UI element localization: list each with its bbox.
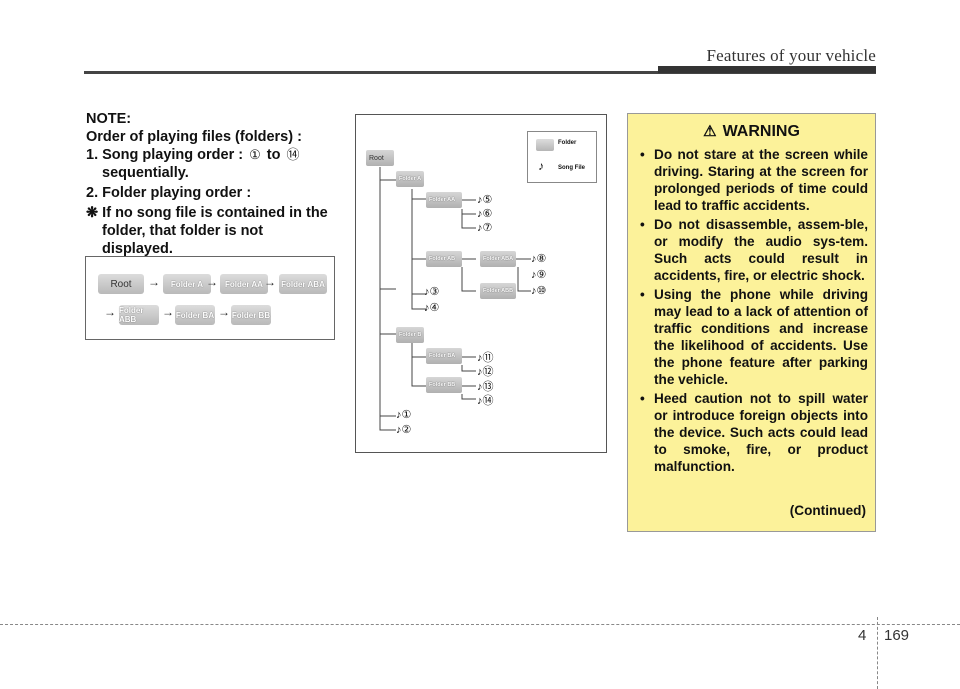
song-14: ♪⑭ [477, 395, 494, 407]
folder-order-diagram: Root → Folder A → Folder AA → Folder ABA… [85, 256, 335, 340]
song-11: ♪⑪ [477, 352, 494, 364]
order-folder-aba: Folder ABA [279, 274, 327, 294]
song-8: ♪⑧ [531, 253, 547, 265]
song-12: ♪⑫ [477, 366, 494, 378]
note-item1-prefix: 1. Song playing order : [86, 147, 244, 163]
footer-divider [877, 617, 878, 689]
warning-item-text: Heed caution not to spill water or intro… [654, 391, 868, 474]
tree-folder-b: Folder B [396, 327, 424, 343]
header-rule [84, 71, 876, 74]
order-arrow: → [218, 305, 230, 319]
note-heading: NOTE: [86, 111, 132, 127]
order-arrow: → [104, 305, 116, 319]
song-13: ♪⑬ [477, 381, 494, 393]
bullet-icon: • [640, 287, 645, 302]
order-arrow: → [206, 275, 218, 289]
song-4: ♪④ [424, 302, 440, 314]
tree-folder-aba: Folder ABA [480, 251, 516, 267]
bullet-icon: • [640, 147, 645, 162]
warning-continued: (Continued) [789, 503, 866, 518]
tree-folder-ba: Folder BA [426, 348, 462, 364]
order-folder-ba: Folder BA [175, 305, 215, 325]
note-item1: 1. Song playing order : ① to ⑭ [86, 146, 338, 164]
tree-folder-a: Folder A [396, 171, 424, 187]
note-item1-to-word: to [266, 147, 281, 163]
bullet-icon: • [640, 217, 645, 232]
folder-tree-diagram: Root Folder A Folder AA Folder AB Folder… [355, 114, 607, 453]
folder-icon [536, 139, 554, 151]
order-root: Root [98, 274, 144, 294]
page-header-title: Features of your vehicle [706, 46, 876, 65]
tree-folder-abb: Folder ABB [480, 283, 516, 299]
header-rule-accent [658, 66, 876, 73]
note-item1-from: ① [249, 147, 261, 162]
note-item3-line1: ❋ If no song file is contained in the [86, 205, 328, 221]
note-block: NOTE: Order of playing files (folders) :… [86, 110, 338, 258]
order-folder-bb: Folder BB [231, 305, 271, 325]
section-number: 4 [858, 627, 867, 644]
music-note-icon: ♪ [538, 159, 544, 173]
tree-legend: Folder ♪ Song File [527, 131, 597, 183]
bullet-icon: • [640, 391, 645, 406]
tree-connector-lines [379, 167, 531, 431]
song-7: ♪⑦ [477, 222, 493, 234]
warning-title: WARNING [722, 123, 800, 140]
legend-folder-label: Folder [558, 140, 577, 146]
tree-root: Root [366, 150, 394, 166]
order-folder-aa: Folder AA [220, 274, 268, 294]
warning-item-text: Do not disassemble, assem-ble, or modify… [654, 217, 868, 283]
song-5: ♪⑤ [477, 194, 493, 206]
warning-triangle-icon: ⚠ [703, 123, 717, 140]
warning-item: • Do not disassemble, assem-ble, or modif… [638, 216, 868, 284]
order-arrow: → [148, 275, 160, 289]
order-arrow: → [264, 275, 276, 289]
note-item2: 2. Folder playing order : [86, 185, 252, 201]
warning-list: • Do not stare at the screen while drivin… [638, 146, 868, 477]
warning-box: ⚠ WARNING • Do not stare at the screen whi… [627, 113, 876, 532]
warning-item: • Heed caution not to spill water or intr… [638, 390, 868, 475]
warning-item-text: Do not stare at the screen while driving… [654, 147, 868, 213]
warning-item-text: Using the phone while driving may lead t… [654, 287, 868, 387]
note-item1-suffix: sequentially. [102, 165, 189, 181]
tree-folder-ab: Folder AB [426, 251, 462, 267]
warning-heading: ⚠ WARNING [628, 122, 875, 141]
note-item1-to: ⑭ [286, 147, 300, 162]
note-line1: Order of playing files (folders) : [86, 129, 302, 145]
song-2: ♪② [396, 424, 412, 436]
legend-song-label: Song File [558, 165, 585, 171]
song-1: ♪① [396, 409, 412, 421]
footer-rule [0, 624, 960, 625]
song-3: ♪③ [424, 286, 440, 298]
warning-item: • Do not stare at the screen while drivin… [638, 146, 868, 214]
page-number: 169 [884, 627, 910, 644]
song-6: ♪⑥ [477, 208, 493, 220]
order-arrow: → [162, 305, 174, 319]
tree-folder-aa: Folder AA [426, 192, 462, 208]
tree-folder-bb: Folder BB [426, 377, 462, 393]
order-folder-a: Folder A [163, 274, 211, 294]
song-9: ♪⑨ [531, 269, 547, 281]
order-folder-abb: Folder ABB [119, 305, 159, 325]
note-item3-line2: folder, that folder is not displayed. [102, 223, 264, 257]
song-10: ♪⑩ [531, 285, 547, 297]
warning-item: • Using the phone while driving may lead … [638, 286, 868, 388]
